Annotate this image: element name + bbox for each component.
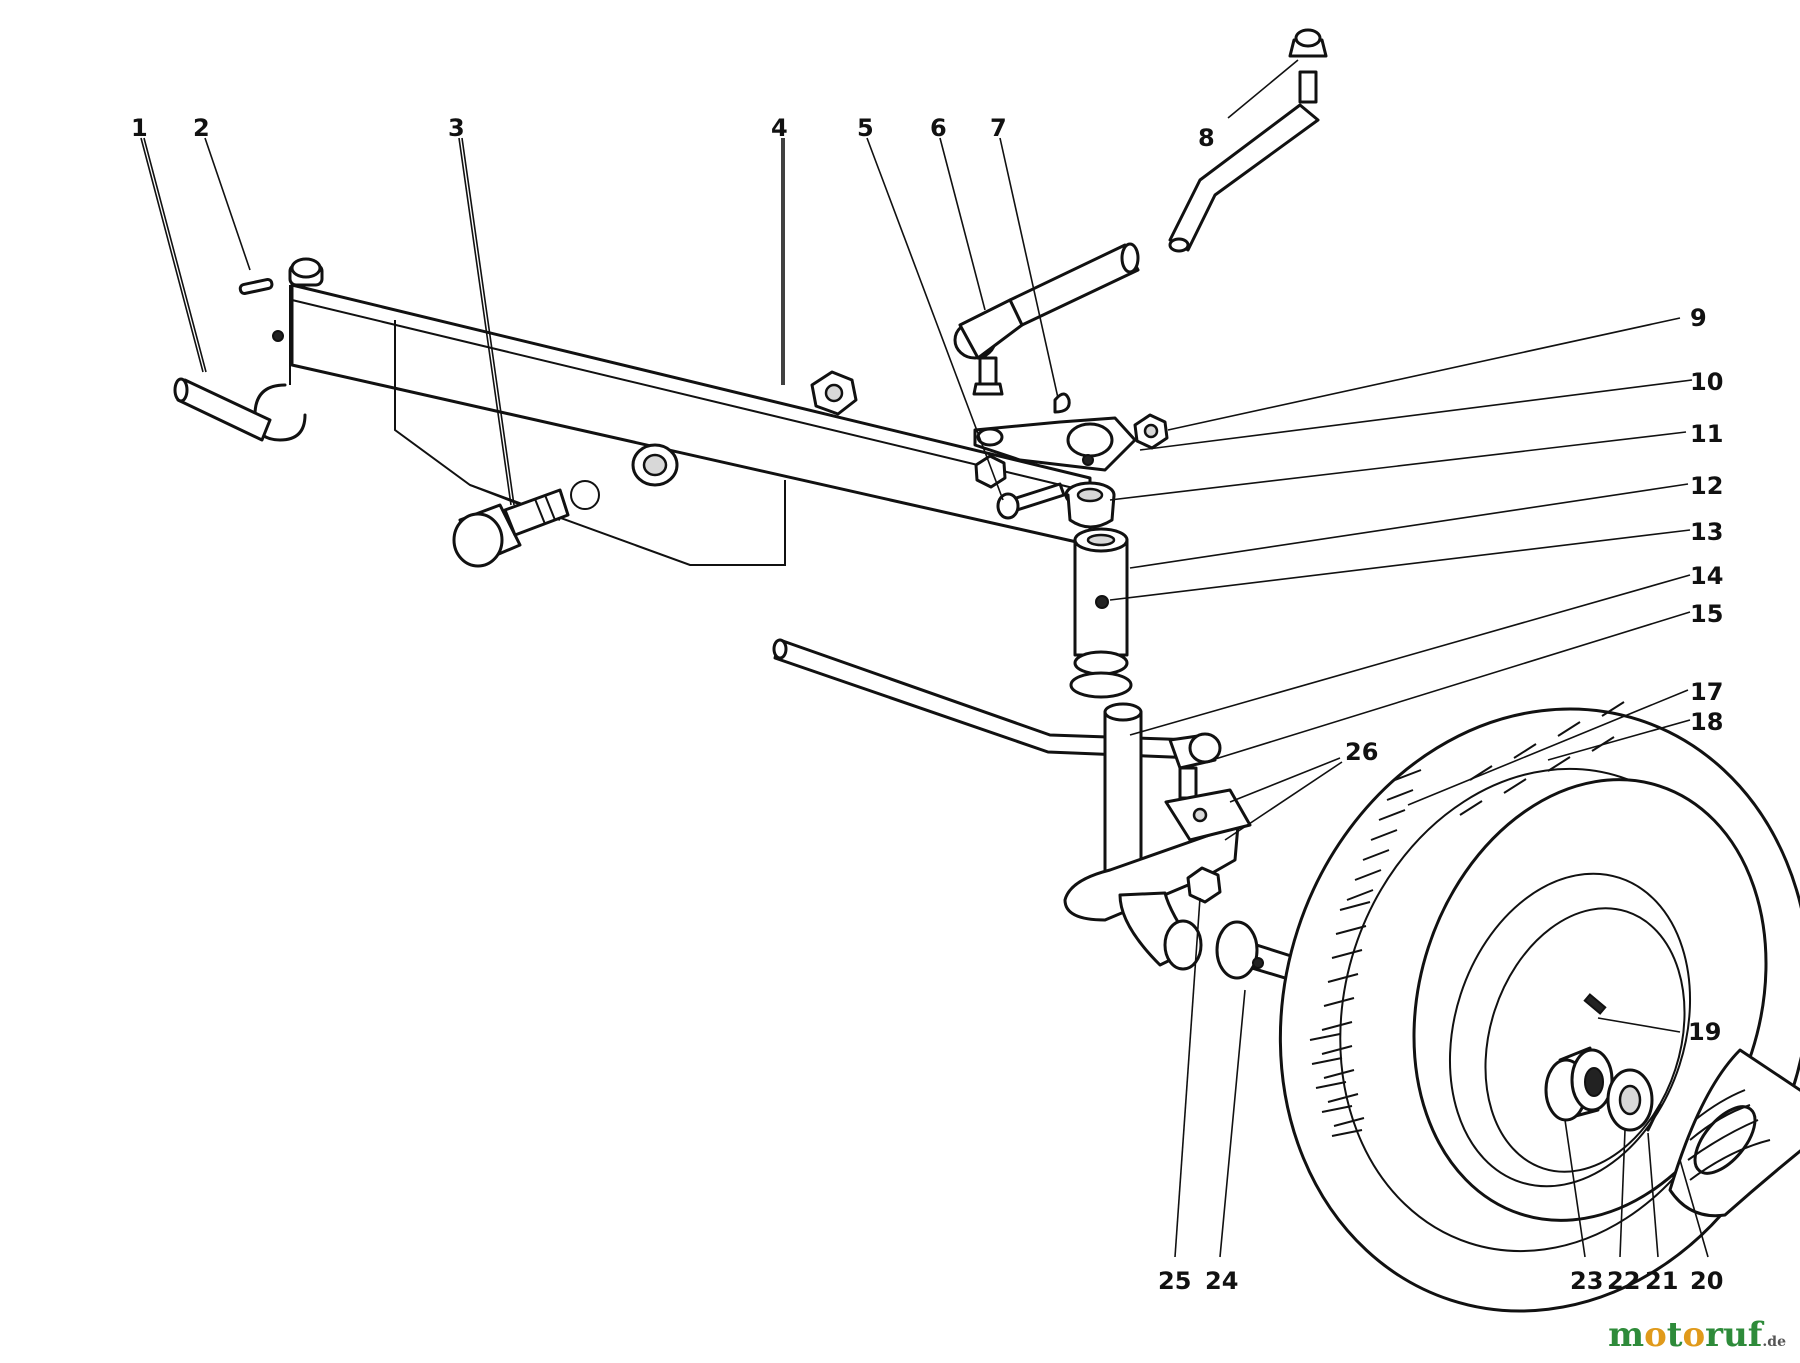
callout-12: 12 bbox=[1690, 472, 1723, 500]
bushing bbox=[1064, 481, 1116, 529]
watermark-o1: o bbox=[1644, 1315, 1667, 1355]
callout-25: 25 bbox=[1158, 1267, 1191, 1295]
watermark-m: m bbox=[1608, 1315, 1645, 1355]
callout-1: 1 bbox=[131, 114, 148, 142]
cotter-pin-wheel bbox=[1646, 1103, 1662, 1132]
watermark-t: t bbox=[1666, 1315, 1683, 1355]
lower-nut bbox=[1186, 866, 1222, 904]
callout-20: 20 bbox=[1690, 1267, 1723, 1295]
tie-rod-end bbox=[953, 242, 1140, 396]
pivot-bracket-left bbox=[253, 257, 324, 442]
callout-21: 21 bbox=[1645, 1267, 1678, 1295]
watermark-logo: motoruf.de bbox=[1608, 1315, 1786, 1355]
cotter-pin bbox=[238, 278, 274, 295]
pivot-pin bbox=[173, 377, 272, 442]
leader-lines bbox=[140, 59, 1709, 1258]
lock-nut bbox=[1133, 413, 1169, 450]
callout-26: 26 bbox=[1345, 738, 1378, 766]
callout-4: 4 bbox=[771, 114, 788, 142]
small-nut bbox=[974, 454, 1007, 489]
callout-14: 14 bbox=[1690, 562, 1723, 590]
callout-6: 6 bbox=[930, 114, 947, 142]
watermark-o2: o bbox=[1682, 1315, 1706, 1355]
steering-arm bbox=[973, 416, 1137, 472]
spindle-and-axle bbox=[1063, 702, 1326, 991]
hub-cap bbox=[1668, 1048, 1800, 1218]
callout-15: 15 bbox=[1690, 600, 1723, 628]
arm-bolt bbox=[996, 482, 1066, 520]
callout-19: 19 bbox=[1688, 1018, 1721, 1046]
callout-18: 18 bbox=[1690, 708, 1723, 736]
watermark-domain: .de bbox=[1762, 1334, 1786, 1350]
spindle-tube bbox=[1069, 527, 1133, 699]
callout-3: 3 bbox=[448, 114, 465, 142]
hex-nut bbox=[810, 370, 858, 416]
wheel-rim bbox=[1448, 872, 1692, 1188]
callout-22: 22 bbox=[1607, 1267, 1640, 1295]
callout-7: 7 bbox=[990, 114, 1007, 142]
callout-17: 17 bbox=[1690, 678, 1723, 706]
callout-2: 2 bbox=[193, 114, 210, 142]
callout-11: 11 bbox=[1690, 420, 1723, 448]
callout-8: 8 bbox=[1198, 124, 1215, 152]
callout-24: 24 bbox=[1205, 1267, 1238, 1295]
pivot-bolt bbox=[452, 488, 570, 568]
drag-link bbox=[1168, 28, 1328, 253]
woodruff-key bbox=[1053, 392, 1071, 414]
callout-5: 5 bbox=[857, 114, 874, 142]
tire bbox=[1278, 701, 1800, 1313]
callout-13: 13 bbox=[1690, 518, 1723, 546]
tie-rod-end-lower bbox=[1164, 732, 1252, 842]
washer bbox=[1606, 1068, 1654, 1132]
callout-23: 23 bbox=[1570, 1267, 1603, 1295]
wheel-hub bbox=[1544, 1046, 1614, 1122]
callout-labels: 1 2 3 4 5 6 7 8 9 10 11 12 13 14 15 17 1… bbox=[131, 114, 1723, 1295]
watermark-ruf: ruf bbox=[1705, 1315, 1763, 1355]
valve-stem bbox=[1583, 993, 1607, 1015]
callout-10: 10 bbox=[1690, 368, 1723, 396]
callout-9: 9 bbox=[1690, 304, 1707, 332]
